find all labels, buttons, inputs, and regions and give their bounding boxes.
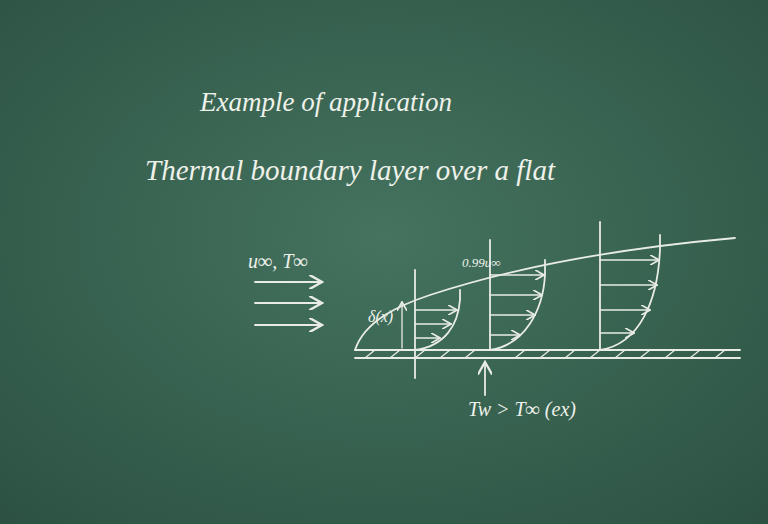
edge-velocity-label: 0.99u∞ (462, 256, 501, 270)
freestream-label: u∞, T∞ (248, 250, 308, 272)
wall-temperature-label: Tw > T∞ (ex) (468, 398, 576, 420)
thickness-label: δ(x) (368, 308, 393, 326)
board-heading: Example of application (200, 88, 452, 118)
board-subheading: Thermal boundary layer over a flat (145, 155, 555, 187)
